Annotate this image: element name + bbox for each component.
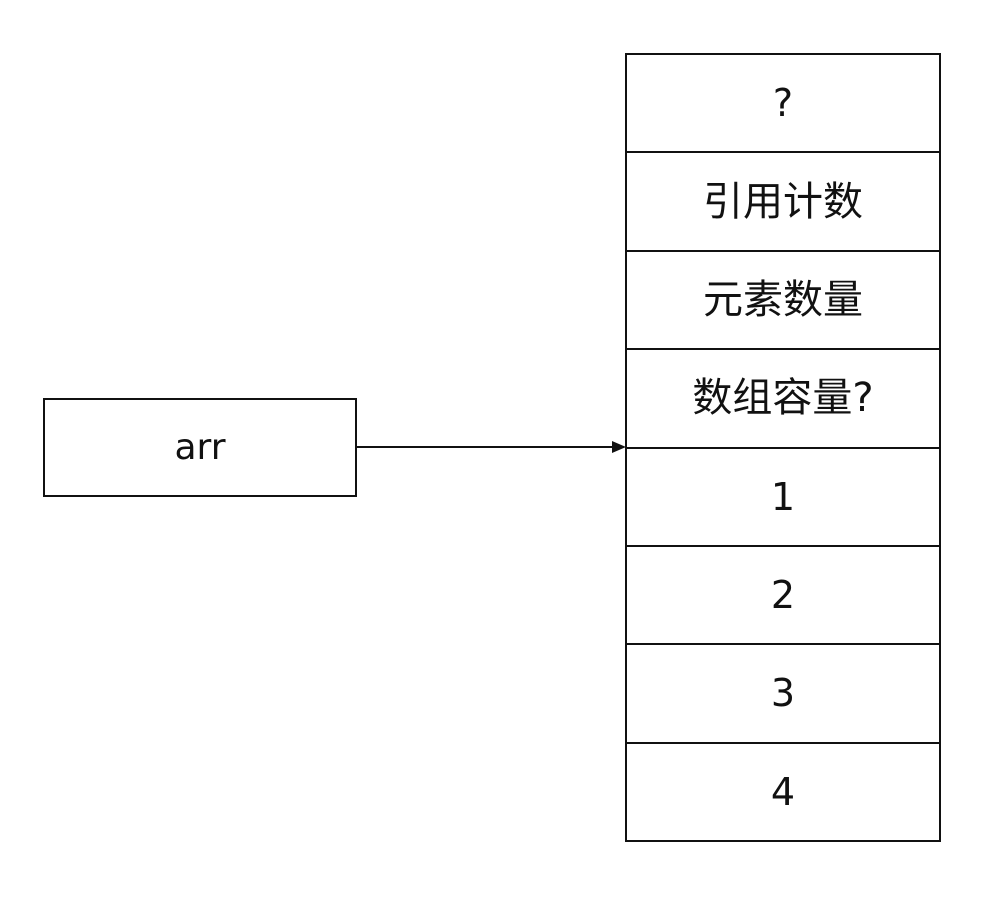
arr-variable-box: arr: [43, 398, 357, 497]
memory-cell-label: 数组容量?: [692, 375, 874, 422]
memory-cell-unknown: ?: [627, 55, 939, 154]
memory-cell-label: 1: [770, 474, 796, 519]
array-memory-block: ? 引用计数 元素数量 数组容量? 1 2 3 4: [625, 53, 941, 842]
arr-variable-label: arr: [174, 426, 226, 468]
memory-cell-label: 3: [770, 671, 796, 716]
memory-cell-element-1: 1: [627, 449, 939, 547]
pointer-arrowhead-icon: [612, 441, 626, 453]
memory-cell-label: 4: [770, 769, 796, 814]
memory-cell-element-count: 元素数量: [627, 252, 939, 351]
memory-cell-label: 2: [770, 573, 796, 618]
memory-cell-element-2: 2: [627, 547, 939, 646]
memory-cell-label: 元素数量: [703, 276, 863, 323]
memory-cell-element-4: 4: [627, 744, 939, 840]
memory-cell-array-capacity: 数组容量?: [627, 350, 939, 449]
memory-cell-reference-count: 引用计数: [627, 153, 939, 252]
memory-cell-label: 引用计数: [703, 178, 863, 225]
memory-cell-element-3: 3: [627, 645, 939, 744]
memory-cell-label: ?: [772, 81, 794, 126]
